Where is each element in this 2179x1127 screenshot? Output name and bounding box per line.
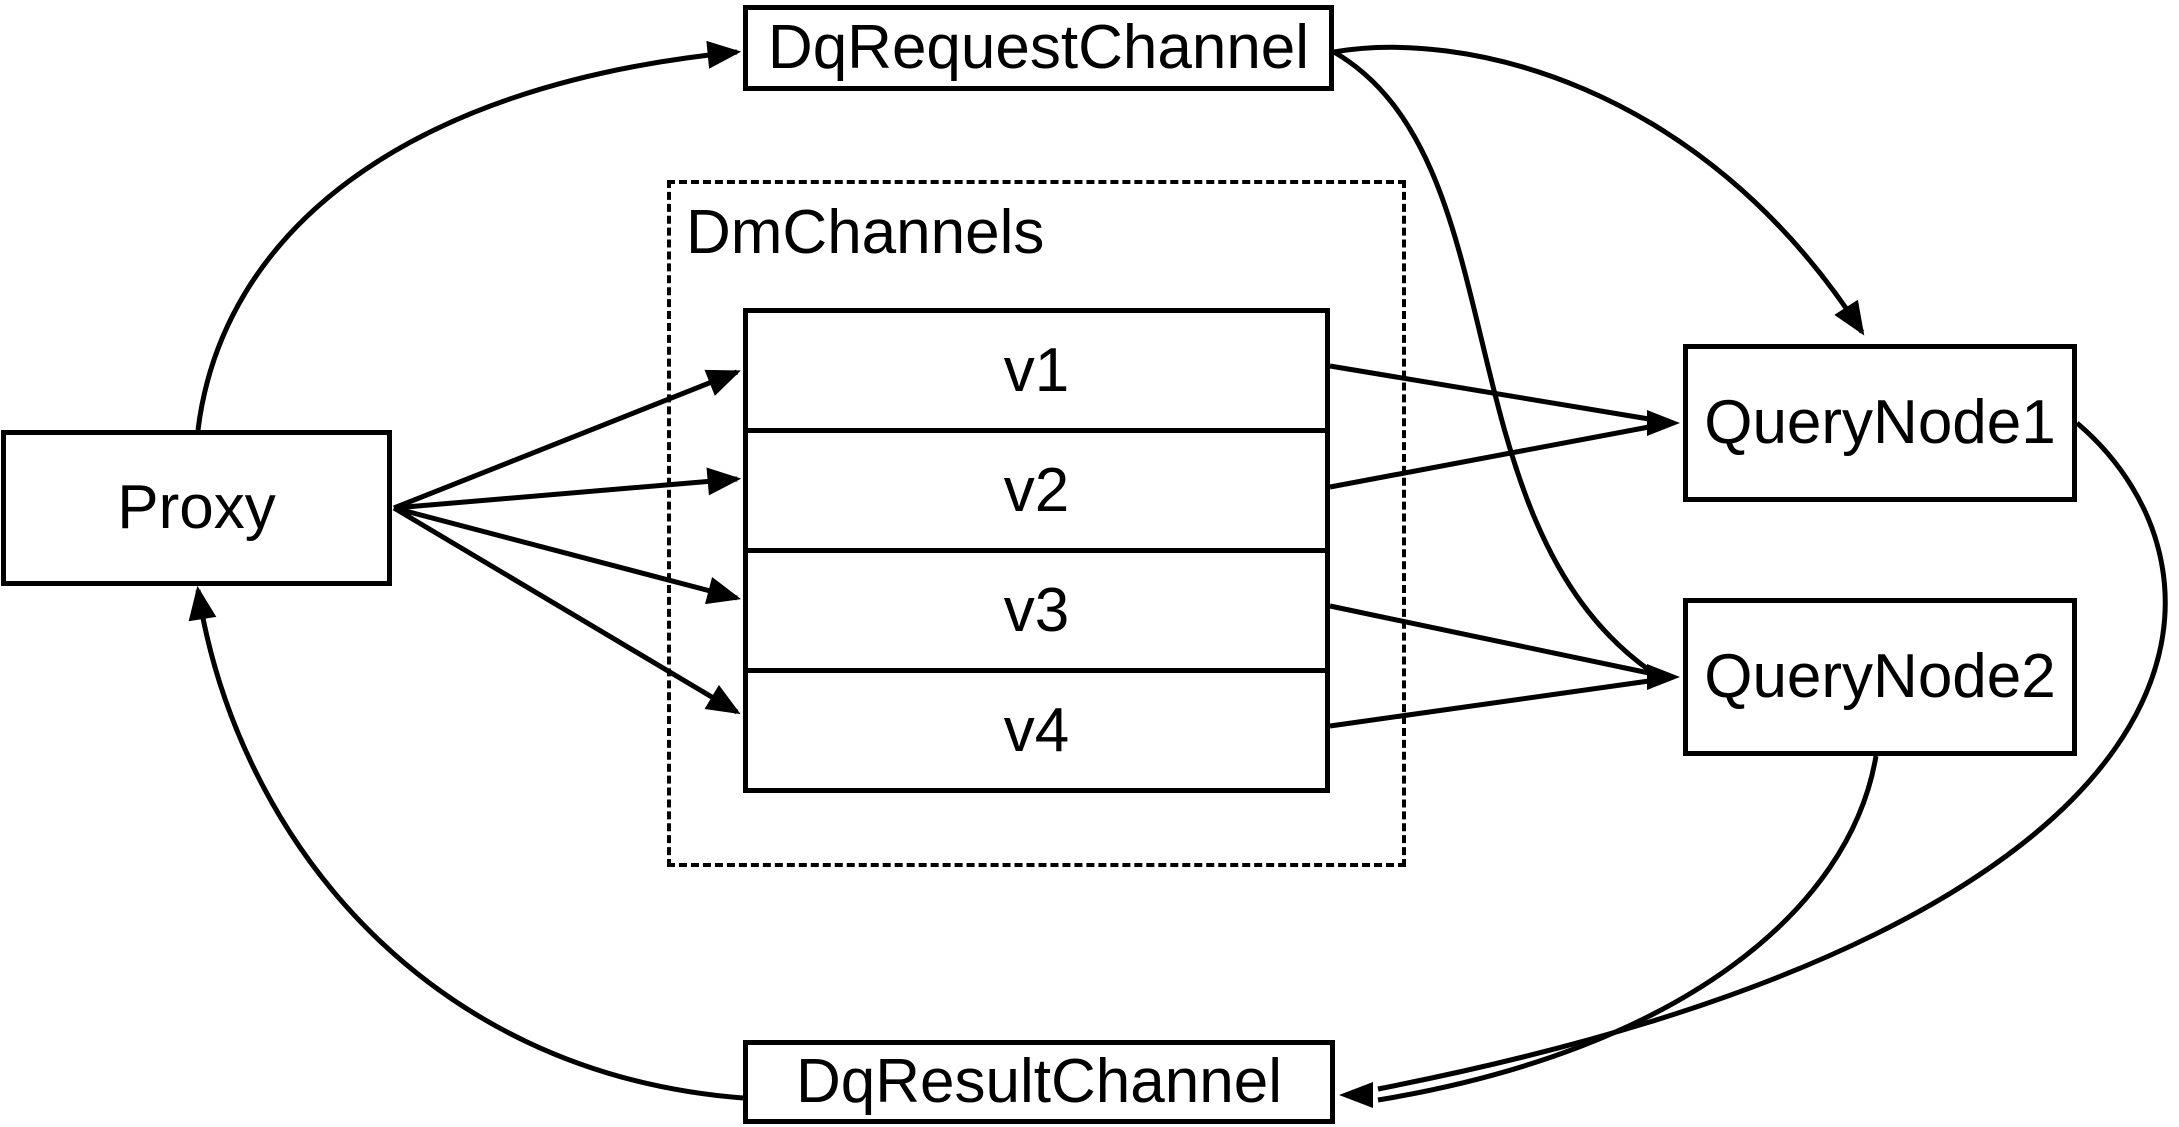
edge-dq-request-to-query-node-1 — [1333, 44, 1865, 336]
channel-row-v2-label: v2 — [1003, 455, 1070, 525]
node-query-node-2-label: QueryNode2 — [1704, 642, 2056, 711]
node-dq-request-channel-label: DqRequestChannel — [767, 13, 1310, 82]
node-proxy-label: Proxy — [117, 473, 276, 542]
channel-row-v4-label: v4 — [1003, 695, 1070, 765]
edge-query-node-2-to-dq-result — [1377, 755, 1879, 1103]
node-dq-request-channel: DqRequestChannel — [743, 5, 1334, 91]
dm-channels-group-label: DmChannels — [686, 198, 1045, 267]
channel-row-v3-label: v3 — [1003, 575, 1070, 645]
node-query-node-1-label: QueryNode1 — [1704, 388, 2056, 457]
channel-row-v4: v4 — [748, 668, 1325, 788]
node-query-node-2: QueryNode2 — [1683, 598, 2077, 756]
edge-dq-result-to-proxy — [188, 585, 744, 1101]
edge-proxy-to-dq-request-channel — [195, 40, 742, 431]
channel-row-v1-label: v1 — [1003, 335, 1070, 405]
channel-row-v3: v3 — [748, 548, 1325, 668]
node-query-node-1: QueryNode1 — [1683, 344, 2077, 502]
node-dq-result-channel: DqResultChannel — [743, 1040, 1335, 1124]
edge-query-node-1-to-dq-result — [1377, 421, 2168, 1092]
node-proxy: Proxy — [1, 430, 392, 586]
arrowhead-query-node-2-left — [1647, 664, 1680, 690]
node-dq-result-channel-label: DqResultChannel — [796, 1047, 1282, 1116]
channel-row-v2: v2 — [748, 428, 1325, 548]
arrowhead-query-node-1-left — [1647, 410, 1680, 436]
channel-row-v1: v1 — [748, 313, 1325, 428]
arrowhead-dq-result-right — [1339, 1082, 1373, 1108]
channel-stack: v1 v2 v3 v4 — [743, 308, 1330, 793]
